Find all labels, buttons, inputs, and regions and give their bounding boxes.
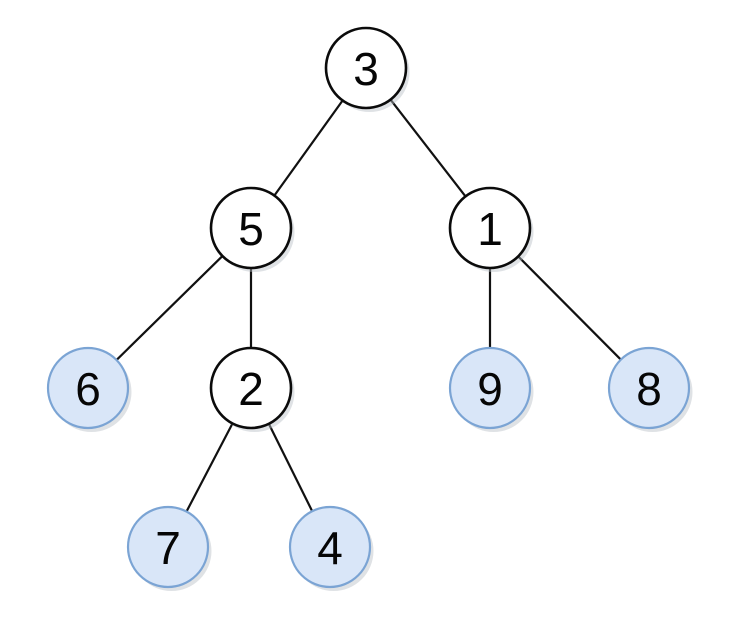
node-circle-4[interactable] bbox=[288, 505, 372, 589]
node-circle-1[interactable] bbox=[448, 186, 532, 270]
tree-node-7[interactable]: 7 bbox=[126, 505, 212, 591]
node-circle-8[interactable] bbox=[607, 346, 691, 430]
node-circle-3[interactable] bbox=[324, 26, 408, 110]
tree-node-8[interactable]: 8 bbox=[607, 346, 693, 432]
tree-edge-5-6 bbox=[114, 254, 225, 362]
node-circle-6[interactable] bbox=[46, 346, 130, 430]
tree-edge-3-5 bbox=[272, 98, 345, 198]
edges-layer bbox=[114, 97, 623, 514]
tree-node-1[interactable]: 1 bbox=[448, 186, 534, 272]
node-circle-7[interactable] bbox=[126, 505, 210, 589]
node-circle-9[interactable] bbox=[448, 346, 532, 430]
tree-node-6[interactable]: 6 bbox=[46, 346, 132, 432]
tree-edge-3-1 bbox=[388, 97, 468, 199]
node-circle-2[interactable] bbox=[209, 346, 293, 430]
node-circle-5[interactable] bbox=[209, 186, 293, 270]
tree-node-3[interactable]: 3 bbox=[324, 26, 410, 112]
tree-node-9[interactable]: 9 bbox=[448, 346, 534, 432]
tree-node-5[interactable]: 5 bbox=[209, 186, 295, 272]
tree-edge-2-4 bbox=[267, 421, 314, 514]
tree-node-4[interactable]: 4 bbox=[288, 505, 374, 591]
tree-edge-1-8 bbox=[516, 254, 623, 362]
tree-node-2[interactable]: 2 bbox=[209, 346, 295, 432]
tree-edge-2-7 bbox=[184, 421, 235, 514]
